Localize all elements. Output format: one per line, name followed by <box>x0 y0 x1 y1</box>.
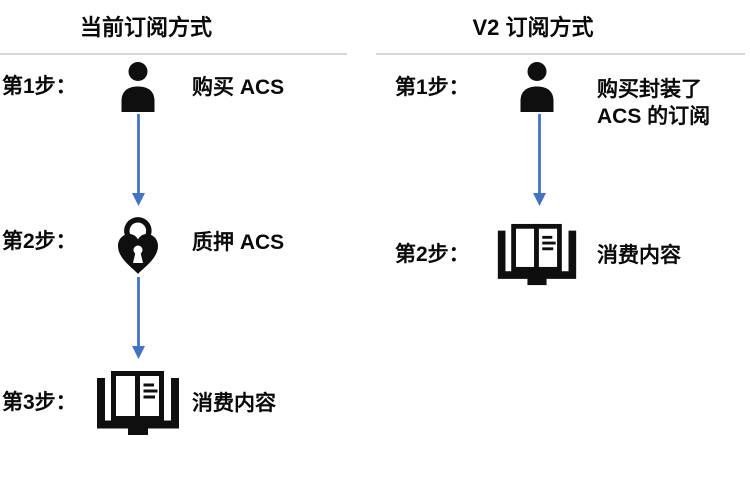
left-step-2: 第2步： 质押 ACS <box>2 206 284 278</box>
arrow-down-icon <box>130 114 147 206</box>
left-column-title: 当前订阅方式 <box>79 15 212 40</box>
arrow-down-icon <box>130 277 147 359</box>
arrow-down-icon <box>531 114 548 206</box>
person-icon <box>88 62 188 112</box>
step-text: 消费内容 <box>597 243 681 267</box>
step-label: 第3步： <box>2 391 77 414</box>
open-book-icon <box>481 223 593 287</box>
step-text: 购买 ACS <box>192 75 285 99</box>
right-column-title: V2 订阅方式 <box>472 15 594 40</box>
step-text: 消费内容 <box>192 391 276 415</box>
step-label: 第1步： <box>395 76 470 99</box>
step-label: 第1步： <box>2 75 77 98</box>
right-step-1: 第1步： 购买封装了 ACS 的订阅 <box>395 60 710 132</box>
step-label: 第2步： <box>395 243 470 266</box>
step-text: 购买封装了 ACS 的订阅 <box>597 78 711 128</box>
open-book-icon <box>88 370 188 437</box>
right-step-2: 第2步： 消费内容 <box>395 222 681 288</box>
right-header-divider <box>376 53 745 55</box>
step-text: 质押 ACS <box>192 230 285 254</box>
padlock-heart-icon <box>88 207 188 277</box>
left-header-divider <box>0 53 347 55</box>
person-icon <box>481 62 593 112</box>
step-label: 第2步： <box>2 230 77 253</box>
left-step-1: 第1步： 购买 ACS <box>2 60 284 114</box>
left-step-3: 第3步： 消费内容 <box>2 368 276 438</box>
